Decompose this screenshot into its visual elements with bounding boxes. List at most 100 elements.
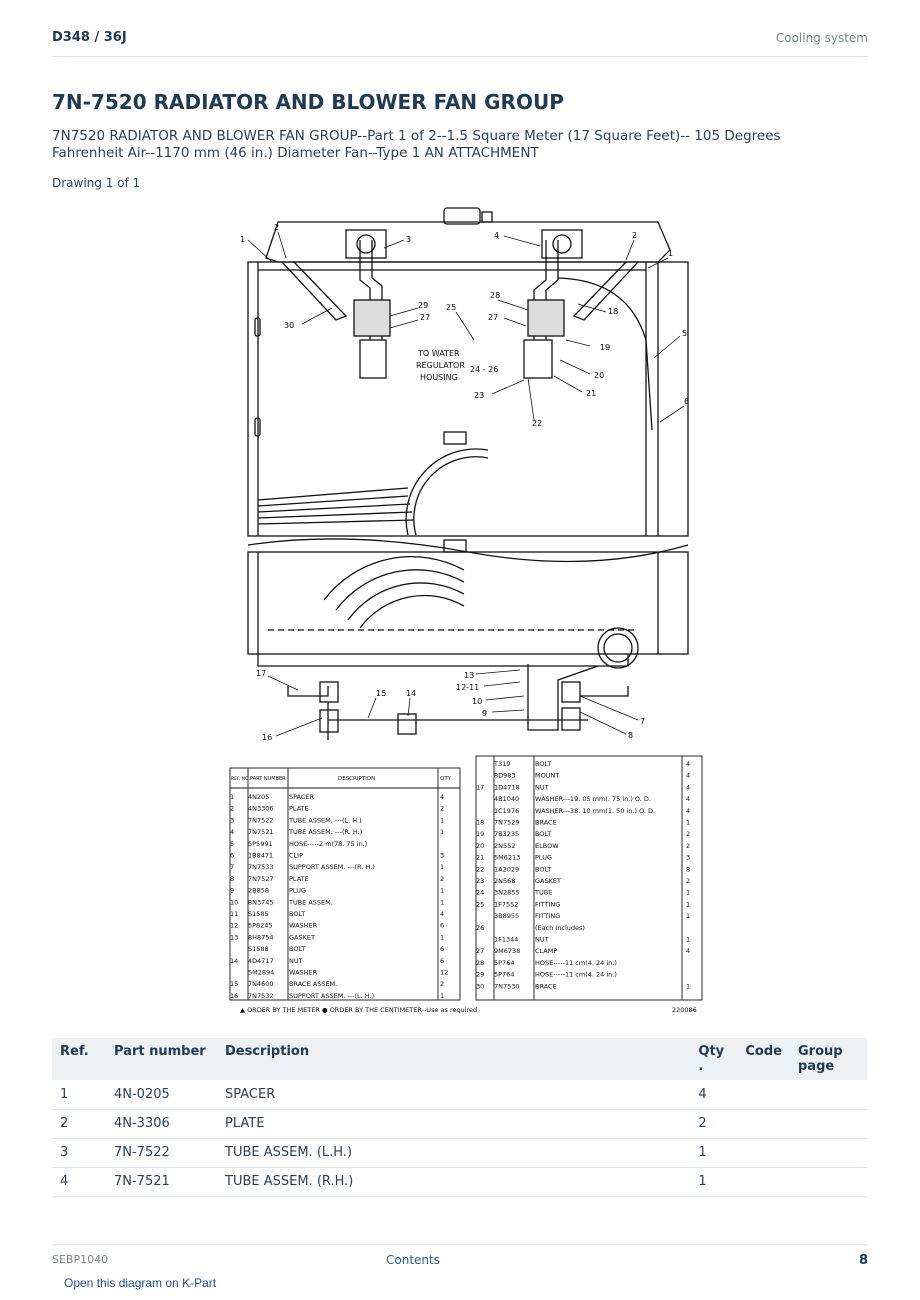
legend-ref: 20 — [476, 842, 484, 850]
legend-part: 5P764 — [494, 959, 514, 967]
legend-desc: BOLT — [535, 830, 551, 838]
callout-29: 29 — [418, 301, 428, 310]
callout-19: 19 — [600, 343, 610, 352]
legend-ref: 10 — [230, 898, 238, 906]
parts-table-header: Ref. Part number Description Qty . Code … — [52, 1038, 867, 1080]
legend-part: 5P5991 — [248, 840, 273, 848]
legend-qty: 6 — [440, 957, 444, 965]
legend-desc: FITTING — [535, 900, 560, 908]
legend-desc: GASKET — [535, 877, 561, 885]
legend-desc: GASKET — [289, 933, 315, 941]
legend-part: 4D4717 — [248, 957, 274, 965]
legend-ref: 24 — [476, 889, 484, 897]
cell-code — [737, 1080, 790, 1110]
legend-part: 5M2894 — [248, 969, 274, 977]
legend-part: 5P764 — [494, 971, 514, 979]
legend-qty: 2 — [440, 980, 444, 988]
cell-qty: 1 — [690, 1138, 738, 1168]
legend-part: 1A2029 — [494, 865, 519, 873]
legend-desc: NUT — [535, 936, 549, 944]
legend-qty: 2 — [440, 875, 444, 883]
legend-part: 5M6213 — [494, 854, 520, 862]
cell-ref: 3 — [52, 1138, 106, 1168]
legend-ref: 21 — [476, 854, 484, 862]
drawing-number: 220086 — [672, 1006, 697, 1014]
legend-header-part: PART NUMBER — [250, 776, 286, 782]
legend-ref: 26 — [476, 924, 484, 932]
cell-part-number: 7N-7521 — [106, 1167, 217, 1197]
page-number: 8 — [858, 1253, 868, 1268]
legend-part: 7N7529 — [494, 819, 520, 827]
legend-part: 4B1040 — [494, 795, 519, 803]
legend-qty: 1 — [440, 992, 444, 1000]
legend-qty: 1 — [440, 863, 444, 871]
contents-link[interactable]: Contents — [386, 1253, 440, 1267]
legend-qty: 1 — [686, 889, 690, 897]
legend-part: 7N7522 — [248, 816, 274, 824]
callout-25: 25 — [446, 303, 456, 312]
legend-qty: 1 — [686, 819, 690, 827]
legend-part: 7N4600 — [248, 980, 274, 988]
cell-description: PLATE — [217, 1109, 691, 1139]
legend-part: 8H8754 — [248, 933, 274, 941]
legend-ref: 29 — [476, 971, 484, 979]
legend-qty: 2 — [440, 805, 444, 813]
cell-part-number: 4N-0205 — [106, 1080, 217, 1110]
legend-desc: FITTING — [535, 912, 560, 920]
callout-17: 17 — [256, 669, 266, 678]
note-to-water: TO WATER — [417, 349, 460, 358]
legend-desc: PLATE — [289, 805, 309, 813]
page-footer: SEBP1040 Contents 8 — [52, 1244, 868, 1273]
legend-ref: 15 — [230, 980, 238, 988]
legend-header-ref: REF. NO. — [231, 776, 250, 782]
callout-8: 8 — [628, 731, 633, 740]
legend-qty: 1 — [440, 816, 444, 824]
legend-qty: 3 — [440, 852, 444, 860]
legend-ref: 25 — [476, 900, 484, 908]
callout-9: 9 — [482, 709, 487, 718]
legend-ref: 11 — [230, 910, 238, 918]
legend-header-desc: DESCRIPTION — [338, 776, 375, 782]
cell-group-page — [790, 1109, 867, 1139]
legend-ref: 6 — [230, 852, 234, 860]
legend-part: 2N568 — [494, 877, 515, 885]
callout-6: 6 — [684, 397, 689, 406]
legend-ref: 4 — [230, 828, 234, 836]
col-qty: Qty . — [690, 1038, 738, 1080]
legend-qty: 4 — [686, 807, 690, 815]
legend-desc: BOLT — [535, 760, 551, 768]
col-group-page: Group page — [790, 1038, 867, 1080]
cell-ref: 1 — [52, 1080, 106, 1110]
legend-desc: HOSE-----11 cm(4. 24 in.) — [535, 971, 617, 979]
callout-13: 13 — [464, 671, 474, 680]
cell-group-page — [790, 1138, 867, 1168]
legend-ref: 14 — [230, 957, 238, 965]
callout-4: 4 — [494, 231, 499, 240]
callout-27: 27 — [488, 313, 498, 322]
legend-qty: 12 — [440, 969, 448, 977]
legend-qty: 1 — [686, 912, 690, 920]
legend-ref: 30 — [476, 982, 484, 990]
col-description: Description — [217, 1038, 691, 1080]
model-label: D348 / 36J — [52, 30, 127, 45]
legend-desc: BOLT — [535, 865, 551, 873]
legend-desc: HOSE-----11 cm(4. 24 in.) — [535, 959, 617, 967]
cell-qty: 1 — [690, 1167, 738, 1197]
legend-ref: 8 — [230, 875, 234, 883]
legend-ref: 2 — [230, 805, 234, 813]
callout-2: 2 — [274, 223, 279, 232]
legend-desc: PLUG — [289, 887, 306, 895]
cell-qty: 4 — [690, 1080, 738, 1110]
legend-part: 1F1344 — [494, 936, 518, 944]
callout-22: 22 — [532, 419, 542, 428]
legend-ref: 27 — [476, 947, 484, 955]
legend-qty: 6 — [440, 945, 444, 953]
legend-qty: 2 — [686, 842, 690, 850]
legend-ref: 13 — [230, 933, 238, 941]
legend-qty: 1 — [440, 887, 444, 895]
legend-qty: 4 — [686, 760, 690, 768]
legend-ref: 12 — [230, 922, 238, 930]
kpart-link[interactable]: Open this diagram on K-Part — [64, 1276, 217, 1290]
callout-18: 18 — [608, 307, 618, 316]
